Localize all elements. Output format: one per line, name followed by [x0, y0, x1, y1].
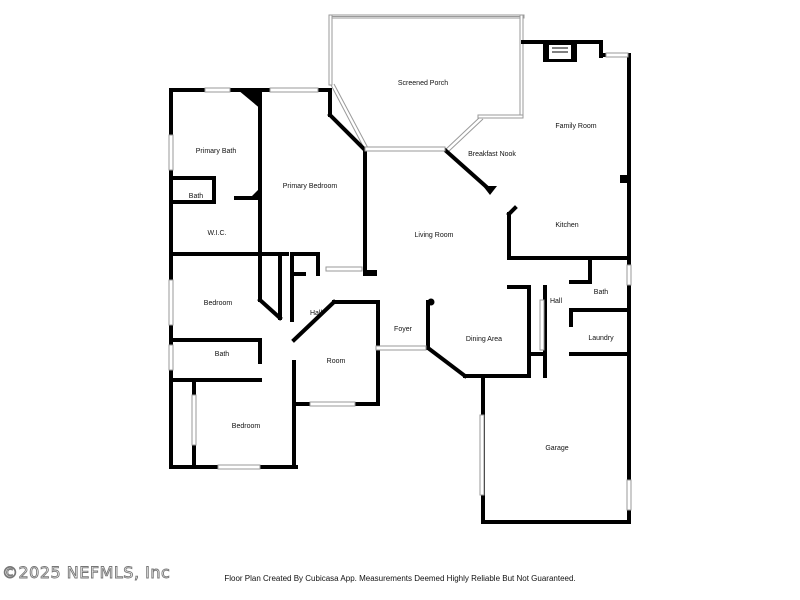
label-foyer: Foyer — [394, 326, 413, 333]
label-screened-porch: Screened Porch — [398, 80, 448, 87]
label-bath-hall: Bath — [215, 351, 230, 358]
windows — [168, 52, 632, 511]
label-room: Room — [327, 358, 346, 365]
label-kitchen: Kitchen — [555, 222, 578, 229]
label-laundry: Laundry — [588, 335, 614, 342]
label-dining-area: Dining Area — [466, 336, 502, 343]
label-bath-east: Bath — [594, 289, 609, 296]
label-bath-primary: Bath — [189, 193, 204, 200]
label-breakfast-nook: Breakfast Nook — [468, 151, 516, 158]
label-living-room: Living Room — [415, 232, 454, 239]
plan-caption: Floor Plan Created By Cubicasa App. Meas… — [224, 574, 576, 583]
label-hall-west: Hall — [310, 310, 323, 317]
walls — [168, 14, 632, 524]
label-primary-bedroom: Primary Bedroom — [283, 183, 338, 190]
label-garage: Garage — [545, 445, 568, 452]
mls-watermark: ©2025 NEFMLS, Inc — [2, 563, 171, 583]
label-wic: W.I.C. — [207, 230, 226, 237]
label-primary-bath: Primary Bath — [196, 148, 237, 155]
label-bedroom-1: Bedroom — [204, 300, 233, 307]
label-bedroom-2: Bedroom — [232, 423, 261, 430]
label-hall-east: Hall — [550, 298, 563, 305]
screened-porch-walls — [328, 14, 525, 153]
label-family-room: Family Room — [555, 123, 596, 130]
room-labels: Screened Porch Family Room Breakfast Noo… — [189, 80, 614, 452]
